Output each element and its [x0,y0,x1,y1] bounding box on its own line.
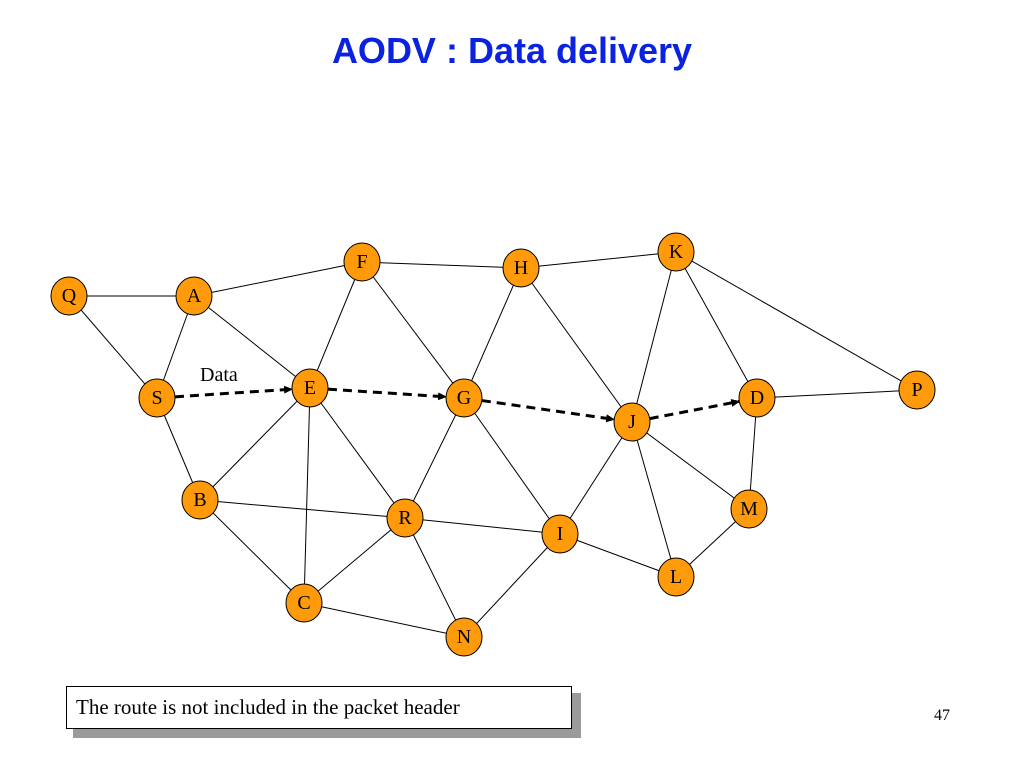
edge-R-C [303,517,406,604]
edge-J-M [631,421,750,510]
node-circle [613,402,651,442]
node-label: R [398,507,412,529]
edge-H-K [520,251,677,269]
node-circle [445,378,483,418]
edge-B-C [199,499,305,604]
node-circle [285,583,323,623]
edge-G-R [404,397,465,519]
node-label: D [750,387,764,409]
node-f: F [343,242,381,282]
route-arrow-E-G [327,387,448,401]
node-label: J [628,411,636,433]
node-s: S [138,378,176,418]
node-circle [343,242,381,282]
node-circle [657,232,695,272]
node-l: L [657,557,695,597]
node-label: F [356,251,367,273]
node-label: P [911,379,922,401]
node-label: H [514,257,528,279]
edge-J-L [631,421,677,578]
edge-G-I [463,397,561,535]
node-circle [175,276,213,316]
edge-E-B [199,387,311,501]
node-circle [291,368,329,408]
node-label: I [557,523,564,545]
route-arrow-J-D [649,398,741,421]
node-circle [502,248,540,288]
edge-E-C [303,387,311,604]
node-circle [138,378,176,418]
node-q: Q [50,276,88,316]
edge-F-H [361,261,522,269]
edge-F-G [361,261,465,399]
edge-A-F [193,261,363,297]
edge-C-N [303,602,465,638]
node-circle [445,617,483,657]
node-label: K [669,241,684,263]
node-label: E [304,377,316,399]
node-label: S [151,387,162,409]
node-k: K [657,232,695,272]
edge-H-G [463,267,522,399]
edge-K-J [631,251,677,423]
node-h: H [502,248,540,288]
edge-K-D [675,251,758,399]
edge-B-R [199,499,406,519]
node-circle [898,370,936,410]
node-label: G [457,387,471,409]
edge-J-I [559,421,633,535]
edge-R-I [404,517,561,535]
route-arrow-G-J [481,399,616,423]
node-circle [50,276,88,316]
edge-Q-S [68,295,158,399]
node-label: B [193,489,206,511]
node-label: N [457,626,471,648]
note-text: The route is not included in the packet … [76,695,460,719]
node-a: A [175,276,213,316]
edge-D-P [756,389,918,399]
node-circle [386,498,424,538]
nodes: Q A S F E H G K J D P B R I M L C N [50,232,936,657]
edge-A-E [193,295,311,389]
node-p: P [898,370,936,410]
edge-F-E [309,261,363,389]
node-c: C [285,583,323,623]
node-g: G [445,378,483,418]
node-e: E [291,368,329,408]
edge-I-L [559,533,677,578]
node-label: C [297,592,310,614]
node-circle [181,480,219,520]
edge-E-R [309,387,406,519]
edge-R-N [404,517,465,638]
slide-title: AODV : Data delivery [331,30,693,71]
node-label: L [670,566,682,588]
note-box: The route is not included in the packet … [66,686,572,729]
node-b: B [181,480,219,520]
node-circle [541,514,579,554]
node-i: I [541,514,579,554]
node-d: D [738,378,776,418]
node-circle [730,489,768,529]
node-m: M [730,489,768,529]
node-label: A [187,285,202,307]
node-circle [657,557,695,597]
node-label: Q [62,285,77,307]
route-arrow-S-E [174,385,294,399]
data-route [174,385,741,423]
node-j: J [613,402,651,442]
route-label: Data [200,364,238,386]
edge-K-P [675,251,918,391]
node-circle [738,378,776,418]
edge-H-J [520,267,633,423]
node-label: M [740,498,758,520]
page-number: 47 [934,707,950,724]
node-n: N [445,617,483,657]
node-r: R [386,498,424,538]
edge-I-N [463,533,561,638]
